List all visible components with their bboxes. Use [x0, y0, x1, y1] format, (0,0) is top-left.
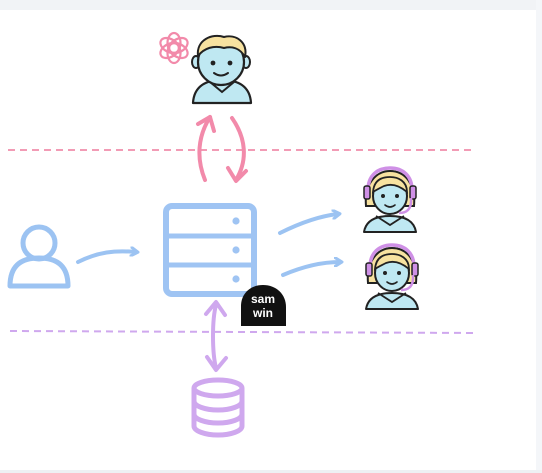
- support-agent-icon: [363, 166, 417, 233]
- ai-exchange-arrows: [196, 115, 248, 183]
- support-agent-icon: [365, 243, 419, 310]
- top-edge-bar: [0, 0, 542, 10]
- user-to-server-arrow: [76, 251, 136, 264]
- database-exchange-arrow: [204, 300, 228, 372]
- server-to-agent1-arrow: [278, 214, 338, 235]
- male-avatar-icon: [191, 35, 253, 105]
- bottom-edge-bar: [0, 470, 542, 473]
- samwin-logo-line2: win: [252, 306, 273, 320]
- right-edge-bar: [536, 0, 542, 473]
- lower-dashed-separator: [9, 330, 477, 334]
- flow-arrows: [76, 214, 340, 277]
- samwin-logo-line1: sam: [251, 292, 275, 306]
- samwin-logo: sam win: [241, 285, 286, 326]
- openai-logo-icon: [159, 31, 189, 65]
- user-icon: [7, 224, 71, 289]
- server-icon: [163, 203, 257, 297]
- server-to-agent2-arrow: [281, 262, 340, 277]
- database-icon: [191, 377, 245, 438]
